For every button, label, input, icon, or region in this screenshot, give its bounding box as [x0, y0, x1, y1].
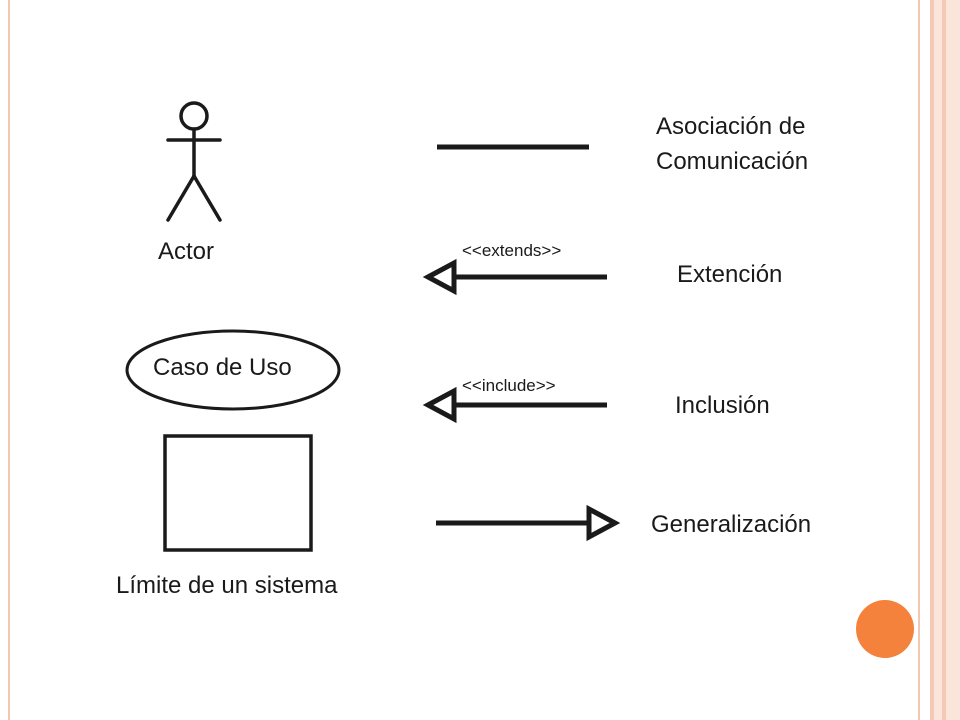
extension-label: Extención — [677, 261, 783, 288]
extends-arrow — [422, 258, 607, 296]
system-boundary-rect — [163, 434, 313, 552]
actor-figure — [166, 101, 222, 222]
accent-circle — [856, 600, 914, 658]
inclusion-label: Inclusión — [675, 392, 770, 419]
use-case-label: Caso de Uso — [153, 354, 292, 381]
use-case-ellipse — [125, 329, 341, 411]
actor-label: Actor — [158, 238, 215, 265]
association-label-line1: Asociación de — [656, 113, 806, 140]
include-stereotype: <<include>> — [462, 376, 556, 395]
generalization-arrow — [436, 504, 621, 542]
system-boundary-label: Límite de un sistema — [116, 572, 338, 599]
extends-stereotype: <<extends>> — [462, 241, 562, 260]
decorative-stripes — [922, 0, 960, 720]
association-label-line2: Comunicación — [656, 148, 809, 175]
slide-frame — [8, 0, 920, 720]
include-arrow — [422, 386, 607, 424]
generalization-label: Generalización — [651, 511, 812, 538]
